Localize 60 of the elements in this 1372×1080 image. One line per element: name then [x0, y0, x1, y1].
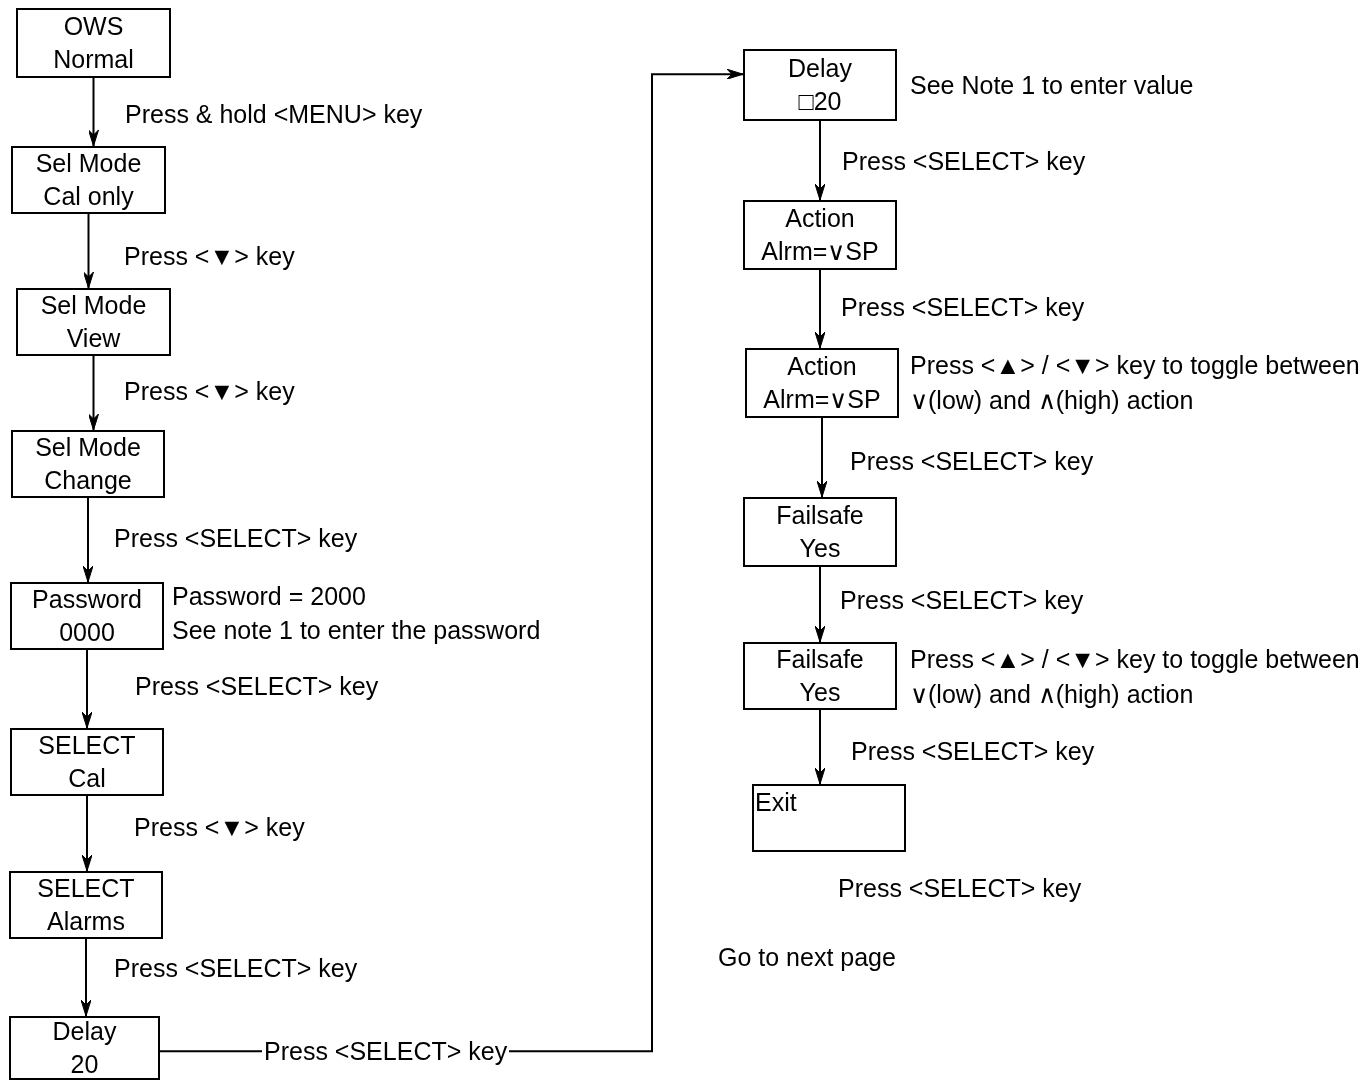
note-text: Password = 2000: [172, 581, 366, 612]
display-text: Alrm=∨SP: [763, 384, 881, 415]
note-text: Press <▲> / <▼> key to toggle between ∨(low) and ∧(high) action: [910, 350, 1361, 416]
display-box: [743, 49, 897, 121]
display-text: OWS: [63, 11, 124, 42]
display-box: [11, 146, 166, 214]
display-text: Delay: [52, 1016, 117, 1047]
display-text: Action: [787, 351, 857, 382]
arrow: [83, 213, 94, 289]
instruction-text: Go to next page: [718, 942, 896, 973]
display-text: 20: [70, 1049, 99, 1080]
display-box: [10, 582, 164, 650]
display-box: [752, 784, 906, 852]
display-text: SELECT: [38, 730, 136, 761]
display-box: [743, 497, 897, 567]
note-text: Press <▲> / <▼> key to toggle between ∨(low) and ∧(high) action: [910, 644, 1361, 710]
arrow: [81, 649, 93, 729]
display-text: View: [66, 323, 121, 354]
display-text: Password: [32, 584, 142, 615]
display-text: Cal: [68, 763, 106, 794]
arrow: [814, 566, 826, 643]
arrow: [814, 269, 826, 349]
display-text: SELECT: [37, 873, 135, 904]
arrow: [814, 709, 826, 785]
display-text: Yes: [799, 533, 841, 564]
display-text: Sel Mode: [35, 148, 142, 179]
display-box: [743, 642, 897, 710]
display-box: [9, 1016, 160, 1080]
display-text: Yes: [799, 677, 841, 708]
arrow: [80, 938, 92, 1017]
arrow: [82, 497, 94, 583]
display-box: [11, 430, 165, 498]
arrow: [88, 77, 99, 147]
display-text: Sel Mode: [35, 432, 141, 463]
display-box: [743, 200, 897, 270]
display-text: □20: [798, 86, 842, 117]
display-box: [16, 8, 171, 78]
display-text: Cal only: [43, 181, 134, 212]
arrow: [81, 795, 93, 872]
display-box: [9, 871, 163, 939]
display-text: Sel Mode: [40, 290, 147, 321]
display-text: Delay: [788, 53, 852, 84]
display-text: Failsafe: [776, 644, 864, 675]
display-text: Exit: [755, 787, 797, 818]
display-text: Alarms: [47, 906, 125, 937]
display-text: Change: [44, 465, 132, 496]
display-box: [16, 288, 171, 356]
arrow: [816, 417, 828, 498]
display-box: [745, 348, 899, 418]
arrow: [88, 355, 99, 431]
display-text: 0000: [59, 617, 115, 648]
display-text: Action: [785, 203, 855, 234]
note-text: See note 1 to enter the password: [172, 615, 541, 646]
arrow: [814, 120, 826, 201]
display-text: Failsafe: [776, 500, 864, 531]
display-box: [10, 728, 164, 796]
instruction-text: Press <SELECT> key: [838, 873, 1082, 904]
note-text: See Note 1 to enter value: [910, 70, 1194, 101]
display-text: Normal: [53, 44, 134, 75]
display-text: Alrm=∨SP: [761, 236, 879, 267]
